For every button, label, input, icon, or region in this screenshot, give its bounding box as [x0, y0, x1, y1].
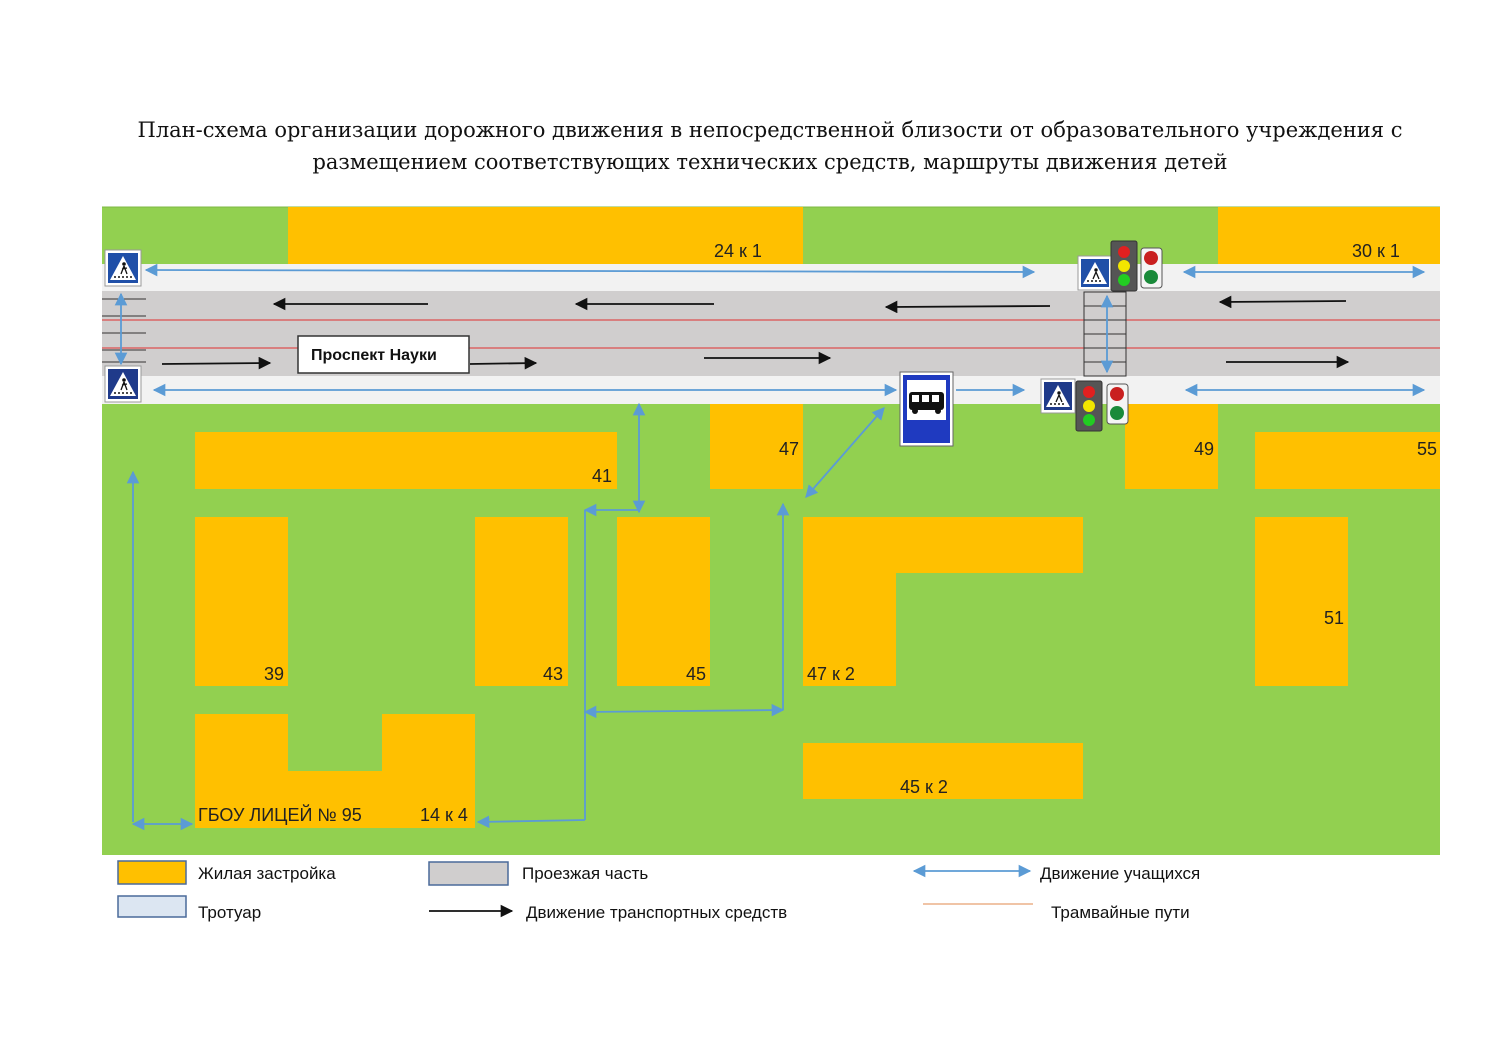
label-45: 45: [686, 664, 706, 684]
legend-tram-label: Трамвайные пути: [1051, 903, 1190, 922]
label-47: 47: [779, 439, 799, 459]
legend: Жилая застройка Проезжая часть Движение …: [117, 860, 1200, 922]
legend-sidewalk-swatch: [117, 895, 187, 918]
sidewalk-north: [102, 264, 1440, 291]
building-24k1: [288, 207, 803, 264]
label-24k1: 24 к 1: [714, 241, 762, 261]
building-47k2: [803, 517, 1083, 686]
label-47k2: 47 к 2: [807, 664, 855, 684]
traffic-light-icon: [1075, 380, 1103, 432]
bus-stop-sign-icon: [899, 371, 954, 447]
building-51: [1255, 517, 1348, 686]
label-30k1: 30 к 1: [1352, 241, 1400, 261]
label-55: 55: [1417, 439, 1437, 459]
vehicle-arrows-eastbound: [161, 351, 1350, 370]
pedestrian-crossing-sign-icon: [104, 249, 142, 287]
building-39: [195, 517, 288, 686]
pedestrian-light-icon: [1140, 247, 1163, 289]
building-43: [475, 517, 568, 686]
legend-road-swatch: [428, 861, 509, 886]
diagram-title: План-схема организации дорожного движени…: [120, 114, 1420, 178]
pedestrian-crossing-sign-icon: [104, 365, 142, 403]
label-school: ГБОУ ЛИЦЕЙ № 95: [198, 804, 362, 825]
building-school: [195, 714, 475, 828]
building-45: [617, 517, 710, 686]
label-49: 49: [1194, 439, 1214, 459]
street-name: Проспект Науки: [311, 347, 437, 364]
legend-housing-label: Жилая застройка: [198, 864, 336, 883]
legend-students-label: Движение учащихся: [1040, 864, 1200, 883]
legend-road-label: Проезжая часть: [522, 864, 648, 883]
label-14k4: 14 к 4: [420, 805, 468, 825]
pedestrian-crossing-sign-icon: [1077, 255, 1113, 291]
legend-sidewalk-label: Тротуар: [198, 903, 261, 922]
label-43: 43: [543, 664, 563, 684]
legend-traffic-label: Движение транспортных средств: [526, 903, 787, 922]
building-47: [710, 404, 803, 489]
building-45k2: [803, 743, 1083, 799]
label-45k2: 45 к 2: [900, 777, 948, 797]
pedestrian-crossing-sign-icon: [1040, 378, 1076, 414]
title-line-1: План-схема организации дорожного движени…: [137, 118, 1403, 142]
label-51: 51: [1324, 608, 1344, 628]
title-line-2: размещением соответствующих технических …: [312, 150, 1228, 174]
legend-housing-swatch: [117, 860, 187, 885]
student-routes: [114, 263, 1426, 831]
traffic-light-icon: [1110, 240, 1138, 292]
building-49: [1125, 404, 1218, 489]
label-41: 41: [592, 466, 612, 486]
building-41: [195, 432, 617, 489]
building-30k1: [1218, 207, 1440, 264]
pedestrian-light-icon: [1106, 383, 1129, 425]
label-39: 39: [264, 664, 284, 684]
street-name-box: [297, 335, 470, 374]
building-55: [1255, 432, 1440, 489]
vehicle-arrows-westbound: [272, 295, 1347, 314]
